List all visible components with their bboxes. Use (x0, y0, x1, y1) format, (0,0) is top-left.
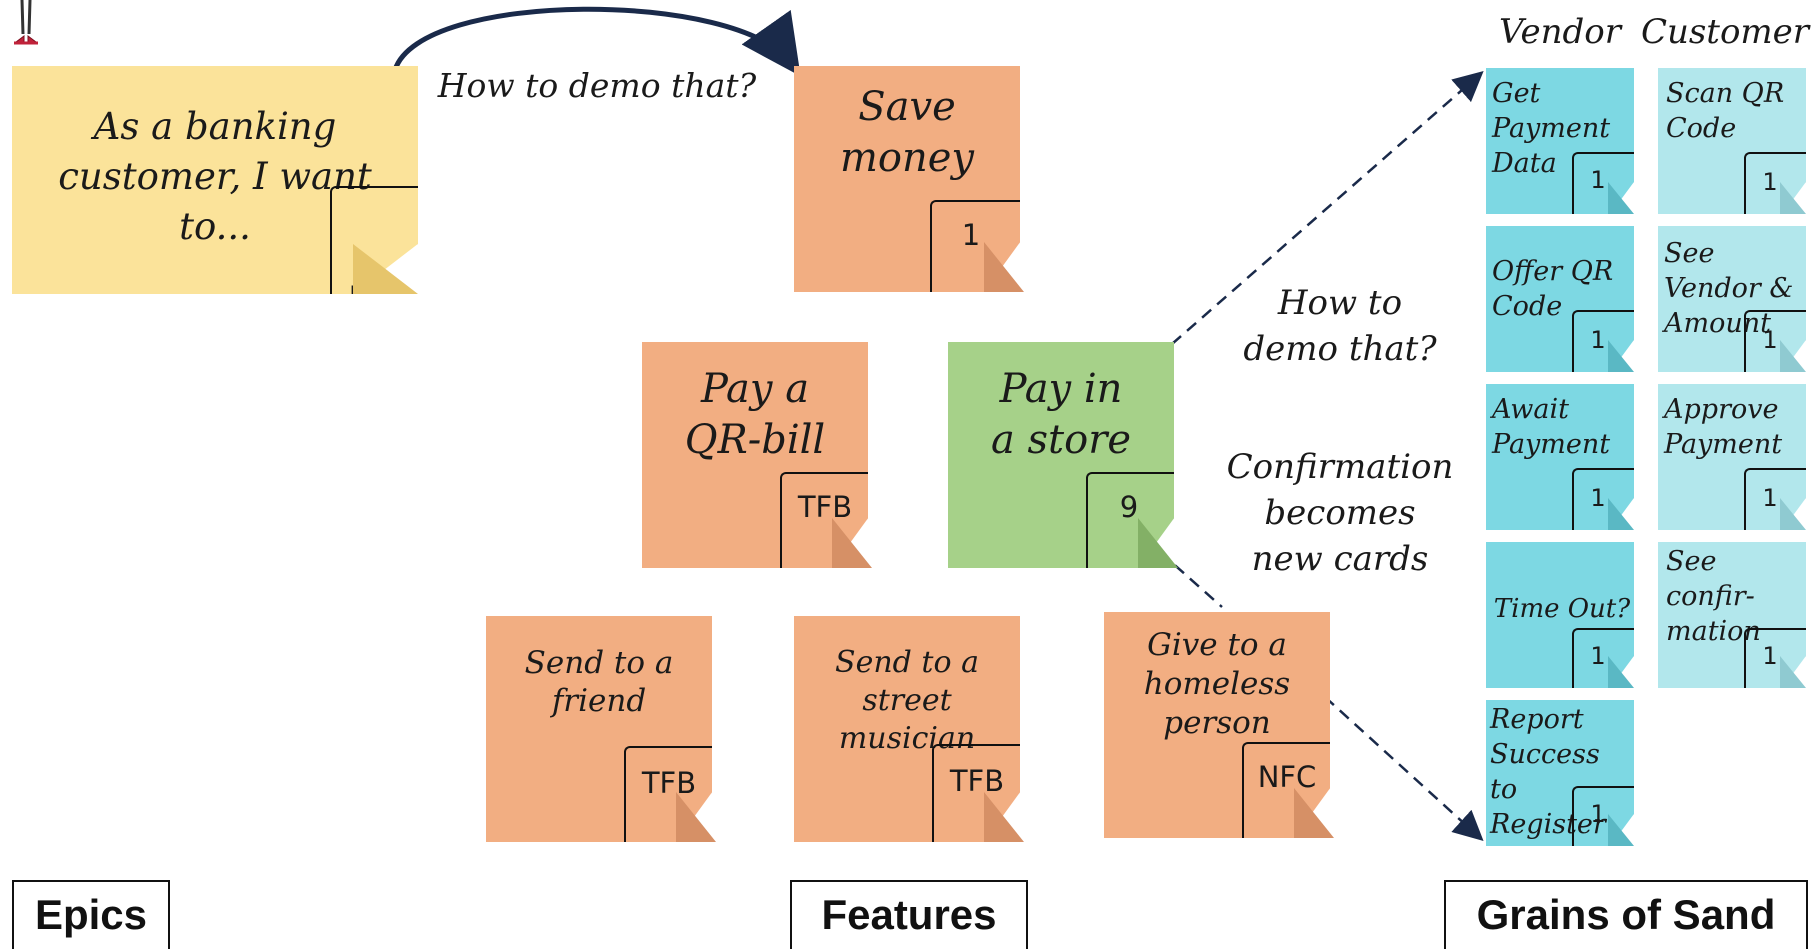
section-label-features: Features (790, 880, 1028, 949)
note-curl (1608, 814, 1634, 846)
note-curl (353, 244, 418, 294)
vendor-card-get-payment-data[interactable]: Get Payment Data 1 (1486, 68, 1634, 214)
card-text: Await Payment (1492, 394, 1611, 460)
how-to-demo-annotation-right: How to demo that? (1243, 283, 1437, 369)
feature-send-to-street-musician[interactable]: Send to a street musician TFB (794, 616, 1020, 842)
note-curl (1608, 182, 1634, 214)
card-text: Scan QR Code (1666, 78, 1785, 144)
estimate-bracket (1744, 628, 1806, 688)
note-curl (1780, 182, 1806, 214)
note-curl (1294, 788, 1334, 838)
note-curl (1780, 498, 1806, 530)
feature-estimate: 1 (961, 218, 981, 252)
feature-text: Send to a street musician (835, 645, 979, 756)
estimate-bracket (930, 200, 1020, 292)
card-estimate: 1 (1590, 484, 1606, 512)
section-label-grains-of-sand: Grains of Sand (1444, 880, 1808, 949)
epic-note[interactable]: As a banking customer, I want to... NFC (12, 66, 418, 294)
note-curl (676, 792, 716, 842)
card-text: Approve Payment (1664, 394, 1783, 460)
estimate-bracket (1572, 786, 1634, 846)
estimate-bracket (1572, 152, 1634, 214)
how-to-demo-annotation-top: How to demo that? (437, 66, 757, 105)
card-text: Report Success to Register (1490, 704, 1606, 840)
card-estimate: 1 (1762, 326, 1778, 354)
estimate-bracket (1744, 310, 1806, 372)
card-text: Time Out? (1493, 594, 1631, 624)
feature-text: Give to a homeless person (1143, 627, 1291, 741)
card-text: Get Payment Data (1492, 78, 1611, 179)
confirmation-annotation: Confirmation becomes new cards (1226, 447, 1454, 579)
pay-in-store-to-grains-arrow-up (1171, 71, 1484, 345)
card-text: See confir- mation (1666, 546, 1761, 647)
epic-to-feature-arrow (392, 6, 801, 77)
feature-text: Send to a friend (524, 645, 674, 719)
feature-pay-qr-bill[interactable]: Pay a QR-bill TFB (642, 342, 868, 568)
estimate-bracket (1572, 468, 1634, 530)
feature-give-to-homeless-person[interactable]: Give to a homeless person NFC (1104, 612, 1330, 838)
note-curl (1780, 656, 1806, 688)
estimate-bracket (1744, 152, 1806, 214)
column-header-vendor: Vendor (1499, 12, 1621, 52)
pay-in-store-to-grains-arrow-down (1159, 551, 1478, 836)
feature-text: Pay in a store (990, 366, 1132, 463)
feature-estimate: 9 (1119, 490, 1139, 524)
feature-text: Pay a QR-bill (684, 366, 826, 463)
note-curl (832, 518, 872, 568)
note-curl (1138, 518, 1178, 568)
feature-save-money[interactable]: Save money 1 (794, 66, 1020, 292)
note-curl (1608, 656, 1634, 688)
estimate-bracket (624, 746, 712, 842)
column-header-customer: Customer (1640, 12, 1810, 52)
note-curl (1608, 340, 1634, 372)
feature-pay-in-a-store[interactable]: Pay in a store 9 (948, 342, 1174, 568)
card-estimate: 1 (1590, 166, 1606, 194)
card-text: See Vendor & Amount (1664, 238, 1794, 339)
card-estimate: 1 (1590, 642, 1606, 670)
estimate-bracket (1744, 468, 1806, 530)
note-curl (1608, 498, 1634, 530)
estimate-bracket (1572, 628, 1634, 688)
card-estimate: 1 (1762, 642, 1778, 670)
estimate-bracket (1572, 310, 1634, 372)
note-curl (984, 792, 1024, 842)
estimate-bracket (932, 744, 1020, 842)
card-estimate: 1 (1590, 326, 1606, 354)
feature-send-to-friend[interactable]: Send to a friend TFB (486, 616, 712, 842)
card-text: Offer QR Code (1492, 256, 1614, 322)
estimate-bracket (330, 186, 418, 294)
estimate-bracket (1242, 742, 1330, 838)
estimate-bracket (780, 472, 868, 568)
estimate-bracket (1086, 472, 1174, 568)
card-estimate: 1 (1590, 800, 1606, 828)
note-curl (1780, 340, 1806, 372)
person-legs-icon (12, 0, 40, 46)
note-curl (984, 242, 1024, 292)
card-estimate: 1 (1762, 484, 1778, 512)
feature-text: Save money (839, 84, 975, 181)
section-label-epics: Epics (12, 880, 170, 949)
customer-card-see-vendor-amount[interactable]: See Vendor & Amount 1 (1658, 226, 1806, 372)
epic-note-text: As a banking customer, I want to... (58, 105, 372, 248)
card-estimate: 1 (1762, 168, 1778, 196)
